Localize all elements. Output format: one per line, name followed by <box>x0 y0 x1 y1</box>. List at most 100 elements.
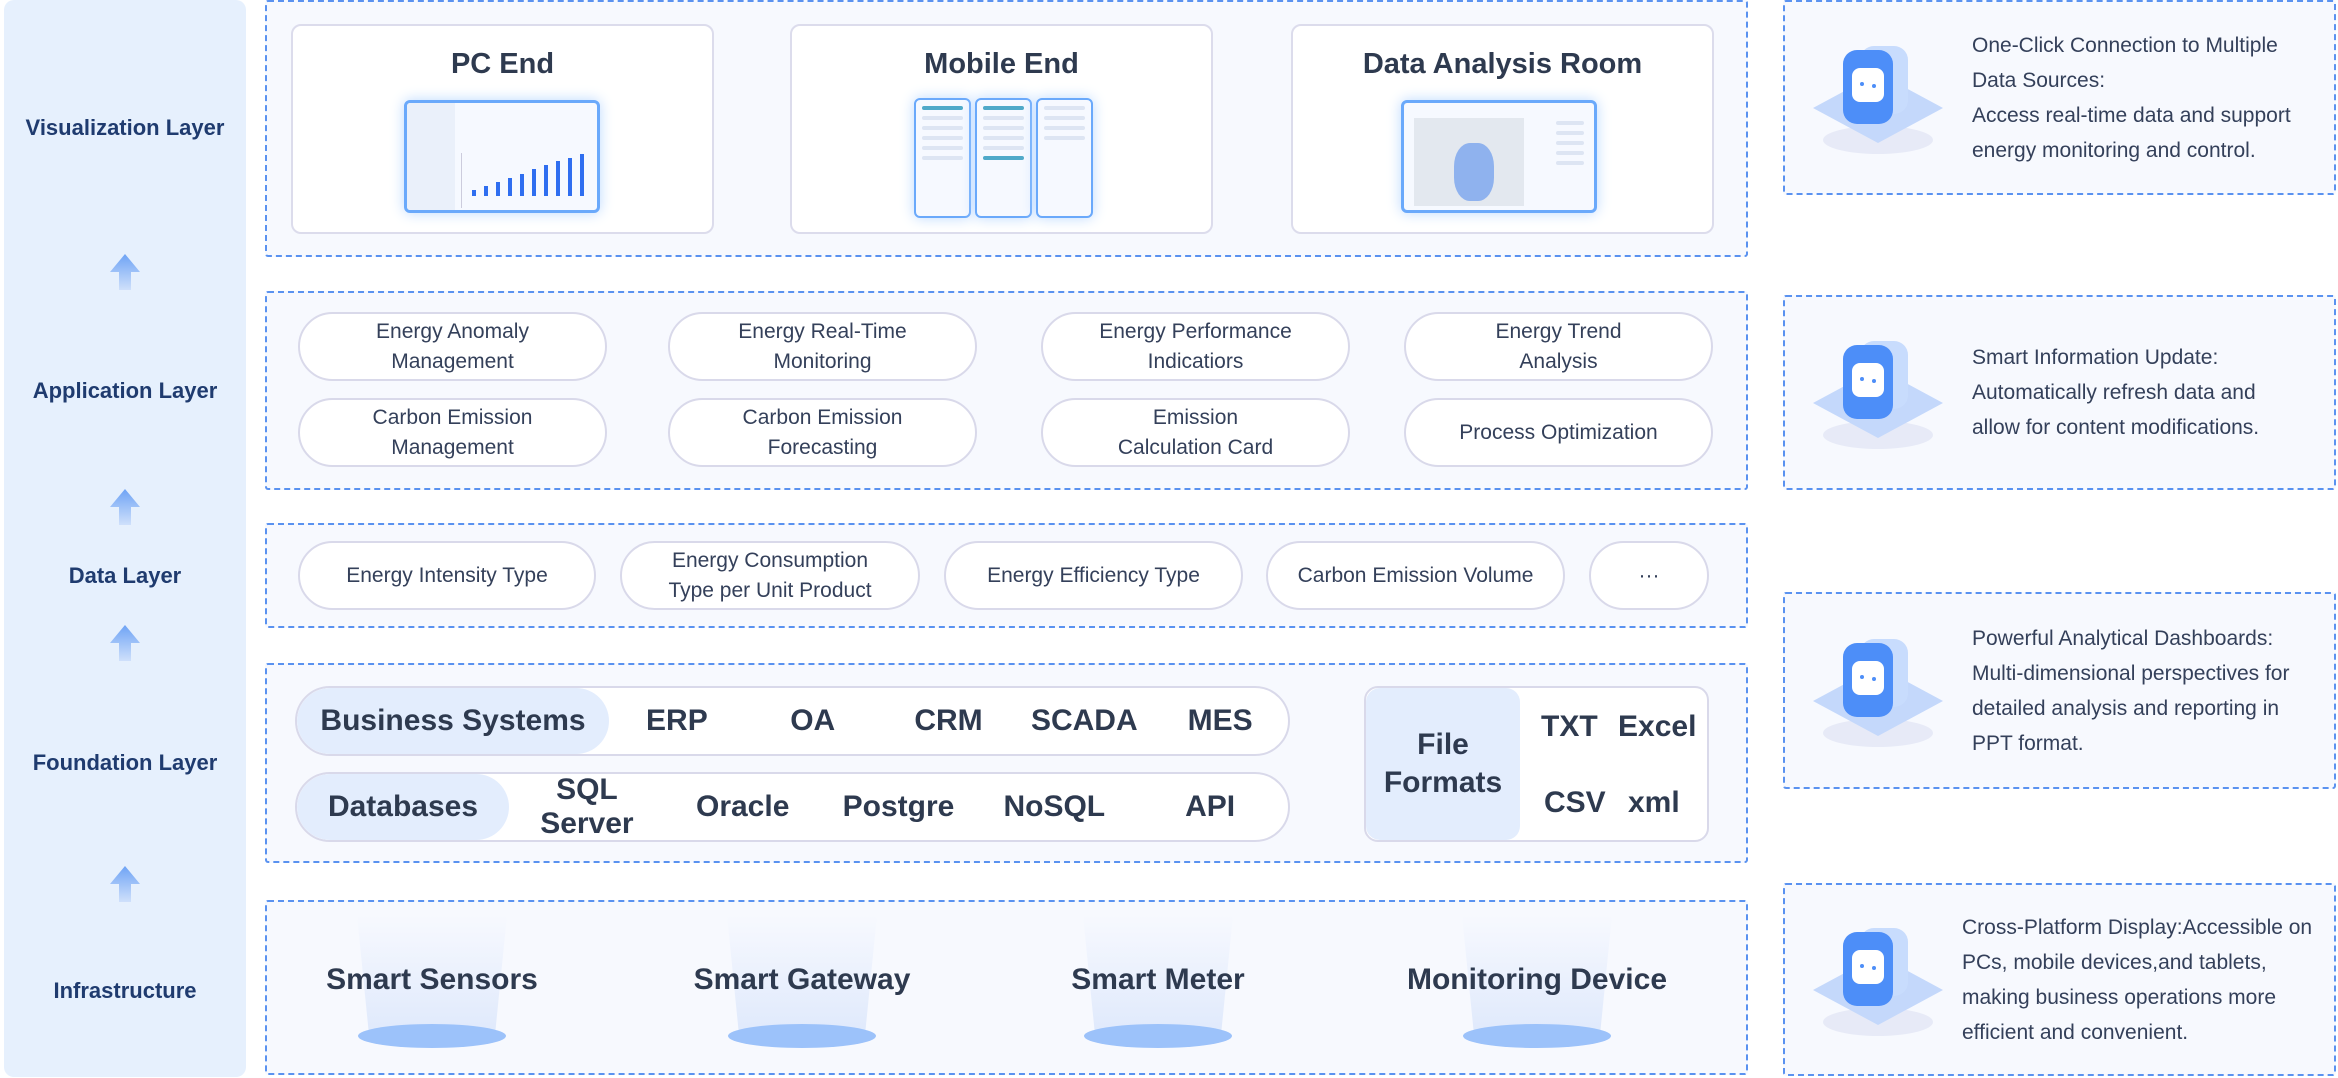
database-item: Oracle <box>695 790 790 823</box>
feature-text-line: Multi-dimensional perspectives for <box>1972 661 2290 685</box>
layer-label-foundation: Foundation Layer <box>32 750 218 775</box>
application-item-line: Calculation Card <box>1117 435 1274 459</box>
data-item-line: Carbon Emission Volume <box>1297 563 1534 587</box>
device-light-beam <box>1462 915 1612 1035</box>
layer-label-infrastructure: Infrastructure <box>53 978 197 1003</box>
chat-bot-icon <box>1813 638 1943 747</box>
file-formats-head: File <box>1417 728 1469 761</box>
data-item[interactable]: Carbon Emission Volume <box>1266 541 1565 610</box>
data-item[interactable]: ··· <box>1589 541 1709 610</box>
arrow-up-icon <box>110 866 140 902</box>
card-title: Data Analysis Room <box>1362 48 1643 80</box>
infrastructure-item: Smart Meter <box>1071 963 1245 996</box>
databases-row: Databases SQL Server Oracle Postgre NoSQ… <box>295 772 1290 842</box>
application-item-line: Emission <box>1152 405 1239 429</box>
card-title: Mobile End <box>924 48 1079 80</box>
feature-text: Cross-Platform Display:Accessible on PCs,… <box>1962 910 2322 1050</box>
feature-text: Smart Information Update: Automatically r… <box>1972 340 2332 445</box>
device-light-beam <box>1083 915 1233 1035</box>
application-item-line: Energy Trend <box>1495 319 1622 343</box>
data-room-thumbnail <box>1401 100 1597 213</box>
business-system-item: OA <box>790 704 836 737</box>
data-item-line: Energy Consumption <box>671 548 869 572</box>
feature-text-line: PPT format. <box>1972 731 2084 755</box>
data-item-line: Type per Unit Product <box>668 578 872 602</box>
feature-text-line: efficient and convenient. <box>1962 1020 2189 1044</box>
feature-text-line: making business operations more <box>1962 985 2276 1009</box>
databases-head: Databases <box>297 774 509 840</box>
card-title: PC End <box>450 48 555 80</box>
application-item-line: Management <box>391 349 514 373</box>
application-item-line: Forecasting <box>767 435 878 459</box>
business-system-item: SCADA <box>1030 704 1138 737</box>
data-item-line: Energy Efficiency Type <box>987 563 1200 587</box>
layer-label-data: Data Layer <box>68 563 182 588</box>
feature-text-line: energy monitoring and control. <box>1972 138 2256 162</box>
application-item-line: Monitoring <box>773 349 872 373</box>
data-item-line: ··· <box>1638 563 1660 587</box>
device-light-beam <box>357 915 507 1035</box>
application-item-line: Energy Anomaly <box>376 319 529 343</box>
feature-text-line: Data Sources: <box>1972 68 2106 92</box>
application-item-line: Energy Real-Time <box>738 319 907 343</box>
database-item: NoSQL <box>1003 790 1106 823</box>
database-item: API <box>1185 790 1236 823</box>
application-item[interactable]: Process Optimization <box>1404 398 1713 467</box>
infrastructure-item: Monitoring Device <box>1406 963 1668 996</box>
chat-bot-icon <box>1813 927 1943 1036</box>
application-item-line: Energy Performance <box>1099 319 1292 343</box>
file-format-item: Excel <box>1618 710 1697 743</box>
file-format-item: xml <box>1628 786 1680 819</box>
application-item-line: Carbon Emission <box>372 405 533 429</box>
feature-text-line: PCs, mobile devices,and tablets, <box>1962 950 2267 974</box>
layer-sidebar <box>4 0 246 1077</box>
mobile-thumbnail <box>914 98 971 218</box>
business-system-item: CRM <box>914 704 983 737</box>
feature-text-line: Automatically refresh data and <box>1972 381 2256 404</box>
infrastructure-item: Smart Gateway <box>693 963 911 996</box>
data-item-line: Energy Intensity Type <box>346 563 548 587</box>
data-item[interactable]: Energy Intensity Type <box>298 541 596 610</box>
business-systems-head: Business Systems <box>297 688 609 754</box>
application-item-line: Management <box>391 435 514 459</box>
file-format-item: CSV <box>1544 786 1606 819</box>
feature-text-line: Powerful Analytical Dashboards: <box>1972 626 2274 650</box>
application-item-line: Indicatiors <box>1147 349 1244 373</box>
feature-text-line: detailed analysis and reporting in <box>1972 696 2280 720</box>
pc-dashboard-thumbnail <box>404 100 600 213</box>
mobile-thumbnail <box>975 98 1032 218</box>
file-format-item: TXT <box>1541 710 1598 743</box>
feature-text-line: Smart Information Update: <box>1972 346 2219 369</box>
data-item[interactable]: Energy Efficiency Type <box>944 541 1243 610</box>
database-item: SQL Server <box>540 773 634 840</box>
layer-label-visualization: Visualization Layer <box>25 115 225 140</box>
device-platform-icon <box>1084 1024 1232 1048</box>
feature-text-line: One-Click Connection to Multiple <box>1972 33 2278 57</box>
feature-text-line: allow for content modifications. <box>1972 416 2260 439</box>
chat-bot-icon <box>1813 45 1943 154</box>
business-systems-row: Business Systems ERP OA CRM SCADA MES <box>295 686 1290 756</box>
feature-text-line: Cross-Platform Display:Accessible on <box>1962 915 2313 939</box>
file-formats-block: File Formats TXT Excel CSV xml <box>1364 686 1709 842</box>
device-platform-icon <box>1463 1024 1611 1048</box>
application-item-line: Analysis <box>1519 349 1598 373</box>
device-platform-icon <box>358 1024 506 1048</box>
mobile-thumbnail <box>1036 98 1093 218</box>
arrow-up-icon <box>110 625 140 661</box>
business-system-item: ERP <box>646 704 708 737</box>
infrastructure-item: Smart Sensors <box>326 963 538 996</box>
business-system-item: MES <box>1187 704 1253 737</box>
arrow-up-icon <box>110 489 140 525</box>
device-light-beam <box>727 915 877 1035</box>
feature-text: Powerful Analytical Dashboards: Multi-dim… <box>1972 621 2332 761</box>
feature-text-line: Access real-time data and support <box>1972 103 2291 127</box>
